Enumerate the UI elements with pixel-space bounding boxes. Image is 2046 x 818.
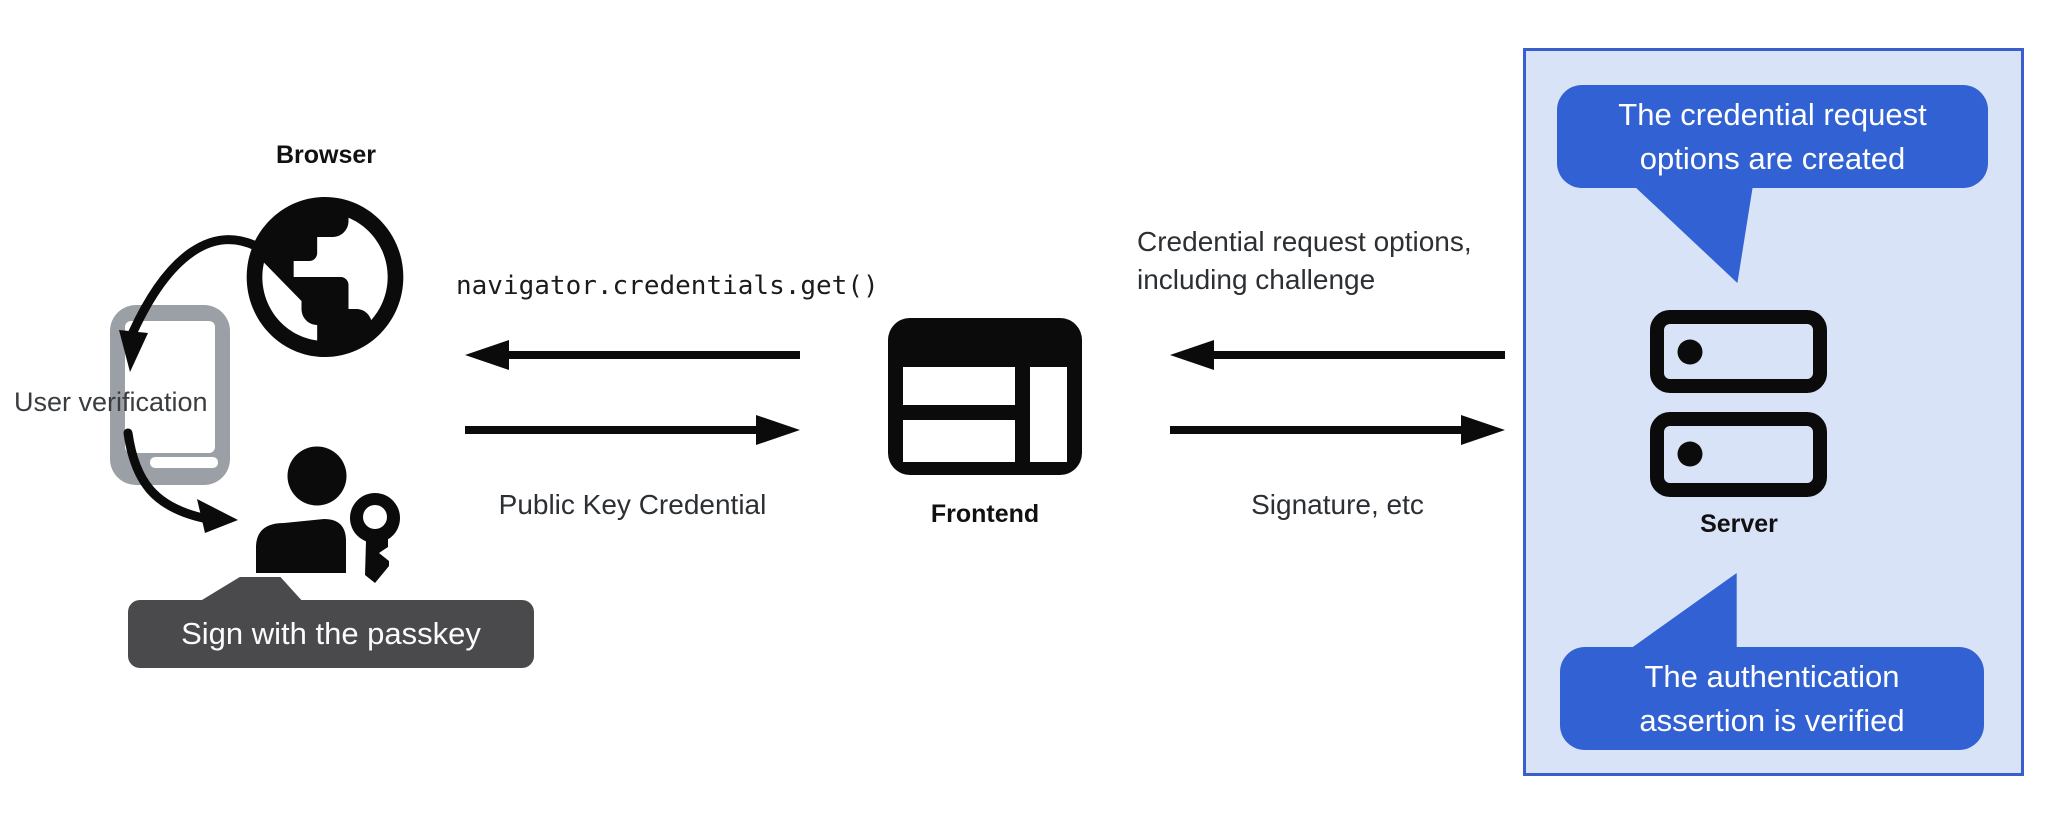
arrow-shaft (1208, 351, 1505, 359)
user-verification-label: User verification (14, 387, 208, 417)
browser-label: Browser (275, 141, 377, 169)
arrow-browser-to-frontend (465, 415, 800, 445)
arrow-shaft (1170, 426, 1467, 434)
bottom-callout-line1: The authentication (1644, 658, 1900, 694)
navigator-credentials-get-label: navigator.credentials.get() (456, 271, 879, 301)
user-verification-flow-arrows (119, 235, 263, 533)
person-icon (256, 446, 400, 583)
sign-with-passkey-badge: Sign with the passkey (128, 600, 534, 668)
credential-request-options-line2: including challenge (1137, 264, 1376, 295)
arrowhead-left-icon (1170, 340, 1214, 370)
bottom-callout-line2: assertion is verified (1639, 702, 1905, 738)
arrow-frontend-to-browser (465, 340, 800, 370)
arrow-frontend-to-server (1170, 415, 1505, 445)
arrow-browser-to-phone (119, 235, 263, 372)
top-callout: The credential request options are creat… (1557, 85, 1988, 188)
server-stack-icon (1650, 310, 1827, 497)
arrowhead-right-icon (1461, 415, 1505, 445)
sign-with-passkey-label: Sign with the passkey (181, 616, 481, 651)
top-callout-line1: The credential request (1618, 96, 1927, 132)
arrowhead-right-icon (756, 415, 800, 445)
frontend-label: Frontend (930, 500, 1040, 528)
server-label: Server (1700, 510, 1778, 538)
credential-request-options-label: Credential request options, including ch… (1137, 223, 1472, 299)
public-key-credential-label: Public Key Credential (498, 489, 767, 520)
browser-window-icon (888, 318, 1082, 475)
arrow-shaft (503, 351, 800, 359)
credential-request-options-line1: Credential request options, (1137, 226, 1472, 257)
key-icon (350, 493, 400, 583)
top-callout-line2: options are created (1639, 140, 1906, 176)
arrowhead-left-icon (465, 340, 509, 370)
arrow-shaft (465, 426, 762, 434)
globe-icon (246, 197, 404, 357)
signature-label: Signature, etc (1251, 489, 1424, 520)
bottom-callout: The authentication assertion is verified (1560, 647, 1984, 750)
arrow-server-to-frontend (1170, 340, 1505, 370)
arrow-phone-to-user (123, 428, 238, 533)
